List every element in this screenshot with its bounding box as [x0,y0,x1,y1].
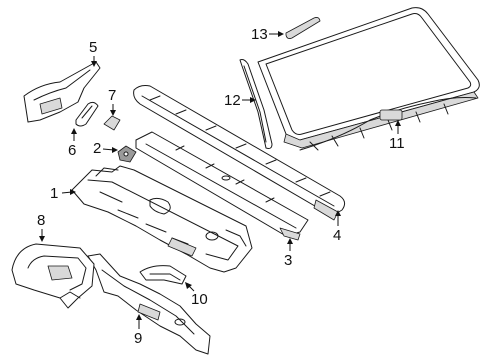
callout-1: 1 [50,185,76,202]
callout-13: 13 [251,26,284,43]
callout-12-label: 12 [224,92,241,109]
callout-4: 4 [333,210,341,244]
part-1-shelf-carrier [71,165,253,273]
callout-3: 3 [284,238,293,269]
callout-8: 8 [37,212,45,242]
callout-9: 9 [134,314,142,347]
callout-5-label: 5 [89,39,97,56]
callout-10: 10 [185,282,208,308]
part-4-package-tray [133,85,346,221]
part-13-clip [285,17,321,39]
callout-3-label: 3 [284,252,292,269]
callout-12: 12 [224,92,256,109]
callout-8-label: 8 [37,212,45,229]
part-10-trim-piece [139,265,187,285]
callout-11-label: 11 [389,135,405,152]
part-11-rear-window [257,7,480,151]
part-12-side-trim [239,59,273,149]
callout-2: 2 [93,140,118,157]
callout-5: 5 [89,39,97,67]
callout-1-label: 1 [50,185,58,202]
callout-9-label: 9 [134,330,142,347]
part-3-lower-tray [135,131,309,241]
callout-7: 7 [108,87,116,116]
callout-4-label: 4 [333,227,341,244]
callout-6: 6 [68,128,77,159]
part-7-cap [103,115,121,131]
callout-7-label: 7 [108,87,116,104]
callout-11: 11 [389,120,405,152]
part-5-pillar-trim [23,61,101,123]
callout-2-label: 2 [93,140,101,157]
part-9-lower-trim [87,253,211,355]
part-8-side-pocket [11,243,95,309]
callout-13-label: 13 [251,26,268,43]
part-6-cover [75,101,99,127]
callout-10-label: 10 [191,291,208,308]
part-2-bracket [117,145,137,163]
callout-6-label: 6 [68,142,76,159]
